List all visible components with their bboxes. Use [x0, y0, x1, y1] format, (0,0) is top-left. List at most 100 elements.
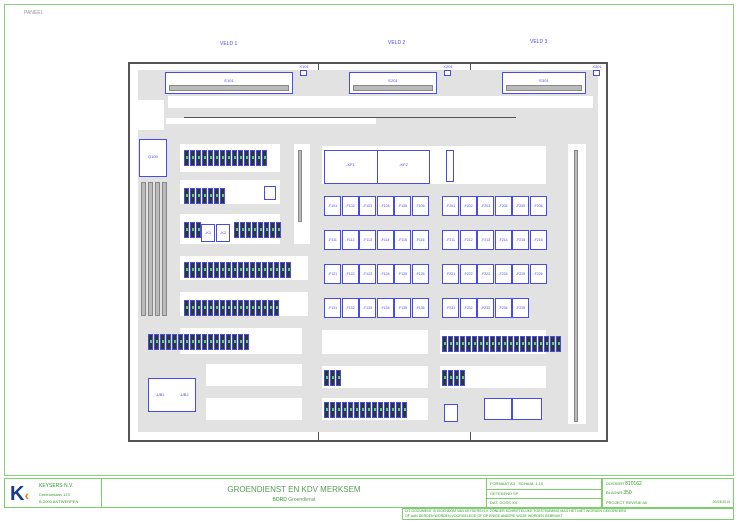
circuit-breaker: -F105: [394, 196, 411, 216]
free-zone: [294, 144, 310, 244]
schaal-label: SCHAAL: [518, 481, 535, 486]
terminal: [490, 336, 495, 352]
terminal: [244, 262, 249, 278]
circuit-breaker: -F131: [324, 298, 341, 318]
free-zone: [206, 364, 302, 386]
circuit-breaker: -F221: [442, 264, 459, 284]
terminal: [250, 300, 255, 316]
circuit-breaker: -F206: [529, 196, 547, 216]
terminal: [556, 336, 561, 352]
terminal: [280, 262, 285, 278]
lamp-tube: [353, 85, 433, 91]
schaal-value: 1:10: [535, 481, 544, 486]
terminal: [460, 336, 465, 352]
free-zone: [440, 146, 546, 184]
lamp-tube: [506, 85, 582, 91]
order-label: DOSSIER: [606, 481, 625, 486]
terminal: [196, 188, 201, 204]
terminal: [238, 150, 243, 166]
blad-value: 350: [623, 490, 632, 496]
format-block: FORMAAT A3 SCHAAL 1:10 GETEKEND SP DAT. …: [486, 478, 602, 508]
terminal: [496, 336, 501, 352]
module-label: -UB2: [179, 392, 189, 397]
terminal: [252, 222, 257, 238]
circuit-breaker: -F134: [376, 298, 394, 318]
terminal: [256, 300, 261, 316]
terminal: [256, 262, 261, 278]
terminal: [478, 336, 483, 352]
company-logo: K‹: [10, 483, 30, 505]
terminal: [472, 336, 477, 352]
terminal: [324, 402, 329, 418]
circuit-breaker: -F133: [359, 298, 376, 318]
terminal: [448, 336, 453, 352]
terminal: [184, 262, 189, 278]
terminal: [268, 300, 273, 316]
dimension-line: [486, 117, 516, 118]
circuit-breaker: -F212: [459, 230, 477, 250]
terminal: [208, 262, 213, 278]
free-zone: [322, 330, 428, 354]
free-zone: [168, 96, 593, 108]
terminal: [190, 222, 195, 238]
dimension-line: [296, 117, 306, 118]
terminal: [502, 336, 507, 352]
terminal: [262, 150, 267, 166]
din-rail-vertical: [148, 182, 153, 316]
circuit-breaker: -F121: [324, 264, 341, 284]
circuit-breaker: -F201: [442, 196, 459, 216]
contactor-label: -KF2: [399, 162, 408, 167]
terminal: [238, 334, 243, 350]
circuit-breaker: -F202: [459, 196, 477, 216]
terminal: [550, 336, 555, 352]
terminal: [220, 334, 225, 350]
getekend-value: SP: [513, 491, 519, 496]
circuit-breaker: -F125: [394, 264, 411, 284]
terminal: [330, 370, 335, 386]
circuit-breaker: -F204: [494, 196, 512, 216]
circuit-breaker: -F135: [394, 298, 411, 318]
circuit-breaker: -F102: [341, 196, 359, 216]
free-zone: [138, 100, 164, 130]
terminal: [184, 334, 189, 350]
blad-label: BLADNR: [606, 490, 623, 495]
terminal: [454, 336, 459, 352]
terminal: [202, 188, 207, 204]
field-label-2: VELD 2: [388, 40, 406, 46]
lamp-label: E101: [224, 78, 234, 83]
terminal: [274, 300, 279, 316]
company-city: B-2000 ANTWERPEN: [39, 499, 79, 504]
terminal: [154, 334, 159, 350]
terminal: [372, 402, 377, 418]
company-block: K‹ KEYSERS N.V. Centrumlaan 123 B-2000 A…: [4, 478, 102, 508]
circuit-breaker: -F231: [442, 298, 459, 318]
circuit-breaker: -F222: [459, 264, 477, 284]
terminal: [520, 336, 525, 352]
terminal: [238, 300, 243, 316]
order-value: 810162: [625, 481, 642, 487]
terminal: [220, 150, 225, 166]
circuit-breaker: -F232: [459, 298, 477, 318]
datum-value: XX: [511, 500, 518, 505]
socket-icon: [300, 70, 307, 76]
module-label: -UB1: [155, 392, 165, 397]
terminal: [190, 188, 195, 204]
datum-label: DAT. DOSS: [490, 500, 511, 505]
terminal: [220, 262, 225, 278]
terminal: [208, 300, 213, 316]
relay: [216, 224, 230, 242]
circuit-breaker: -F103: [359, 196, 376, 216]
terminal: [508, 336, 513, 352]
terminal: [184, 300, 189, 316]
bord-value: Groendienst: [288, 497, 316, 503]
terminal: [460, 370, 465, 386]
circuit-breaker: -F235: [512, 298, 529, 318]
terminal: [214, 188, 219, 204]
circuit-breaker: -F205: [512, 196, 529, 216]
terminal: [286, 262, 291, 278]
free-zone: [206, 398, 302, 420]
circuit-breaker: -F116: [411, 230, 429, 250]
terminal: [544, 336, 549, 352]
terminal: [244, 300, 249, 316]
circuit-breaker: -F111: [324, 230, 341, 250]
